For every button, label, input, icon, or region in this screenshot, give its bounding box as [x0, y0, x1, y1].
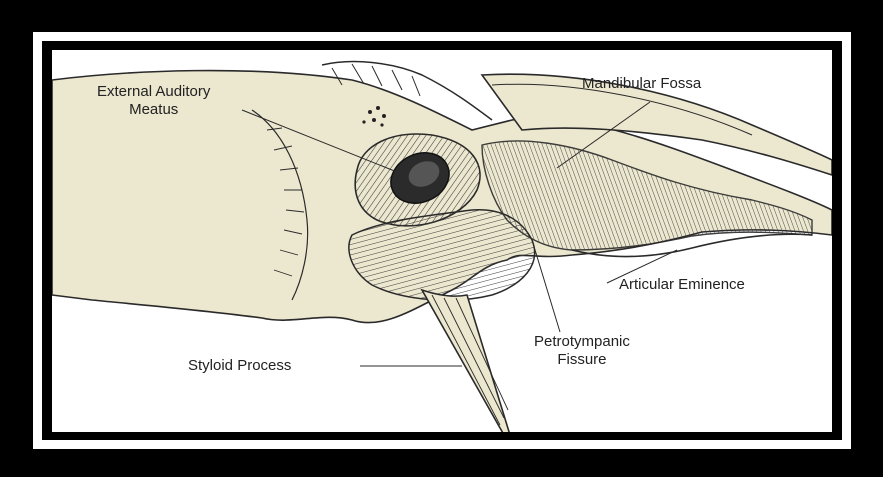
label-line-2: Fissure [534, 351, 630, 369]
styloid-process [422, 290, 510, 432]
label-articular-eminence: Articular Eminence [619, 276, 745, 294]
label-line-1: Petrotympanic [534, 333, 630, 351]
label-external-auditory-meatus: External Auditory Meatus [97, 83, 210, 119]
label-mandibular-fossa: Mandibular Fossa [582, 75, 701, 93]
label-styloid-process: Styloid Process [188, 357, 291, 375]
label-line-1: External Auditory [97, 83, 210, 101]
label-petrotympanic-fissure: Petrotympanic Fissure [534, 333, 630, 369]
diagram-canvas: External Auditory Meatus Mandibular Foss… [52, 50, 832, 432]
label-line-2: Meatus [97, 101, 210, 119]
